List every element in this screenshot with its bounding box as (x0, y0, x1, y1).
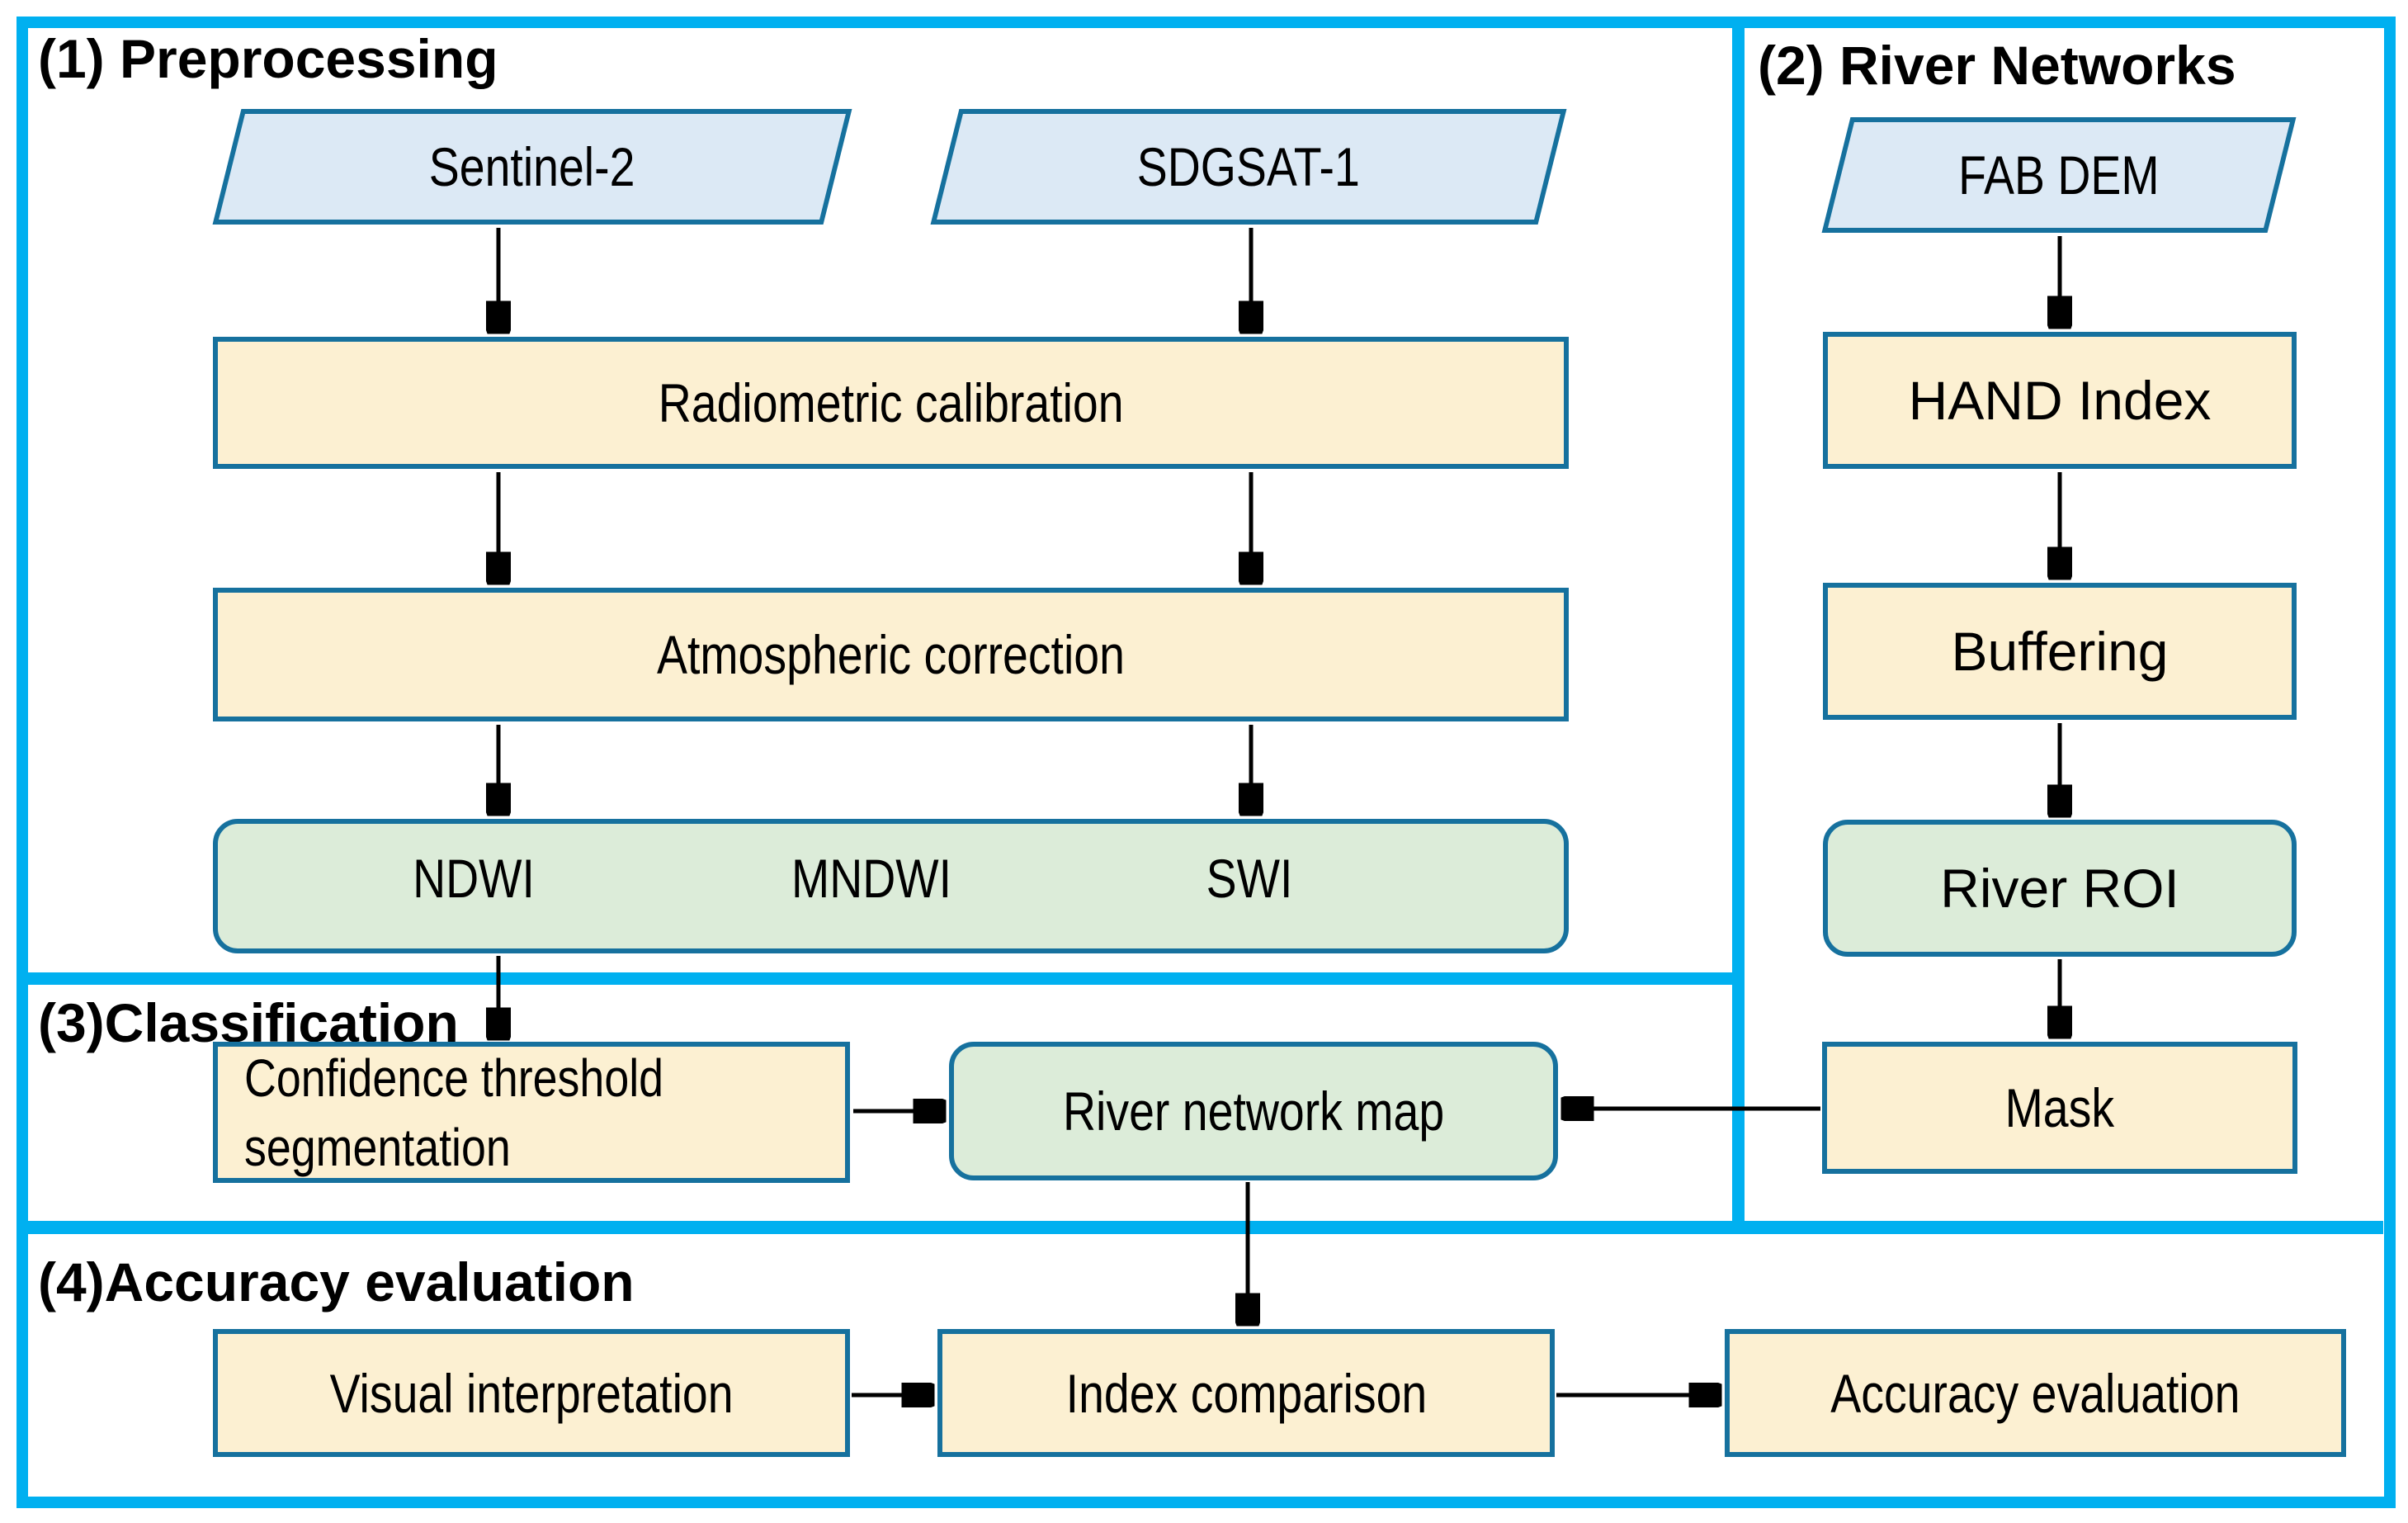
node-fab-dem: FAB DEM (1821, 117, 2297, 233)
node-river-network-map-label: River network map (1062, 1081, 1445, 1142)
node-ndwi-label: NDWI (413, 848, 535, 910)
outer-frame (17, 17, 2396, 1508)
node-sentinel-2: Sentinel-2 (212, 109, 852, 225)
node-atmospheric-correction-label: Atmospheric correction (657, 624, 1125, 685)
node-mask-label: Mask (2004, 1077, 2115, 1138)
section-title-accuracy-evaluation: (4)Accuracy evaluation (38, 1251, 635, 1313)
node-mask: Mask (1822, 1042, 2297, 1174)
node-atmospheric-correction: Atmospheric correction (213, 588, 1569, 721)
confidence-line-2: segmentation (244, 1117, 511, 1177)
node-fab-dem-label: FAB DEM (1958, 144, 2160, 206)
node-sdgsat-1: SDGSAT-1 (930, 109, 1567, 225)
node-index-comparison: Index comparison (937, 1329, 1555, 1457)
confidence-line-1: Confidence threshold (244, 1048, 664, 1108)
node-buffering: Buffering (1823, 583, 2297, 720)
node-buffering-label: Buffering (1951, 621, 2169, 682)
divider-horizontal-sections-3-4 (28, 1221, 2383, 1234)
node-visual-interpretation: Visual interpretation (213, 1329, 850, 1457)
node-confidence-threshold-segmentation: Confidence threshold segmentation (213, 1042, 850, 1183)
node-radiometric-calibration-label: Radiometric calibration (658, 372, 1124, 433)
node-mndwi-label: MNDWI (791, 848, 951, 910)
divider-horizontal-sections-1-3 (28, 972, 1732, 985)
section-title-preprocessing: (1) Preprocessing (38, 28, 498, 89)
node-sdgsat-1-label: SDGSAT-1 (1136, 136, 1361, 197)
node-hand-index-label: HAND Index (1908, 370, 2212, 431)
section-title-river-networks: (2) River Networks (1758, 35, 2236, 96)
node-confidence-threshold-segmentation-label: Confidence threshold segmentation (244, 1043, 663, 1182)
node-visual-interpretation-label: Visual interpretation (329, 1362, 734, 1424)
node-radiometric-calibration: Radiometric calibration (213, 337, 1569, 469)
divider-vertical-sections-1-2 (1732, 28, 1745, 1221)
node-accuracy-evaluation: Accuracy evaluation (1725, 1329, 2346, 1457)
node-river-roi: River ROI (1823, 820, 2297, 957)
node-hand-index: HAND Index (1823, 332, 2297, 469)
node-index-comparison-label: Index comparison (1065, 1362, 1427, 1424)
node-swi-label: SWI (1206, 848, 1293, 910)
node-water-indices: NDWI MNDWI SWI (213, 819, 1569, 953)
node-river-roi-label: River ROI (1940, 858, 2179, 919)
node-sentinel-2-label: Sentinel-2 (429, 136, 635, 197)
node-accuracy-evaluation-label: Accuracy evaluation (1830, 1362, 2240, 1424)
node-river-network-map: River network map (949, 1042, 1558, 1180)
